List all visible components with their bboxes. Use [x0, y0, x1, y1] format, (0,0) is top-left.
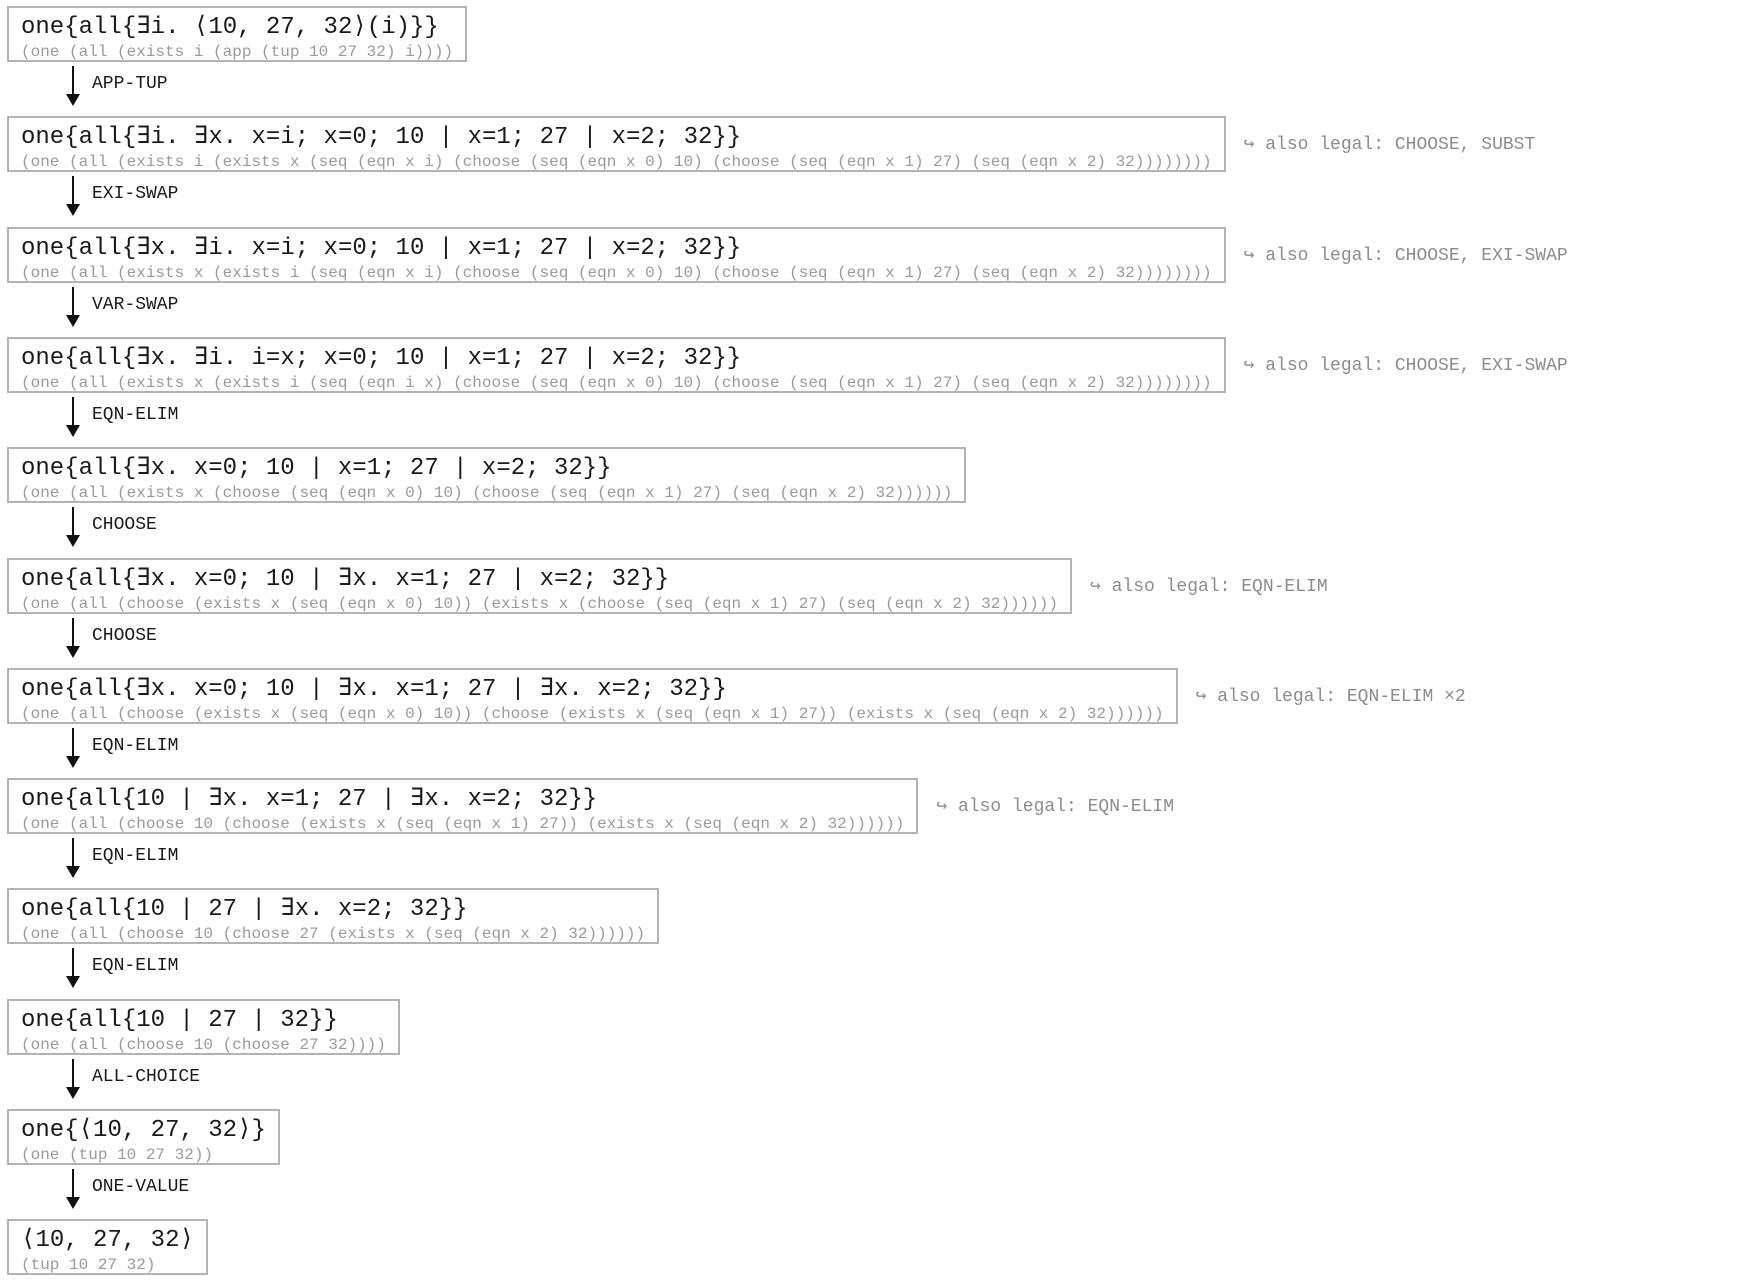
arrow-down-icon [66, 1197, 80, 1209]
sexp-text: (one (all (choose 10 (choose 27 32)))) [21, 1035, 386, 1054]
term-text: one{all{∃x. x=0; 10 | ∃x. x=1; 27 | ∃x. … [21, 675, 727, 703]
term-box: one{all{∃x. ∃i. x=i; x=0; 10 | x=1; 27 |… [7, 226, 1226, 283]
rule-arrow: CHOOSE [0, 507, 400, 548]
term-text: one{⟨10, 27, 32⟩} [21, 1117, 266, 1144]
term-text: one{all{∃i. ∃x. x=i; x=0; 10 | x=1; 27 |… [21, 124, 742, 152]
arrow-line [72, 396, 74, 427]
term-box: one{all{10 | 27 | 32}}(one (all (choose … [7, 998, 400, 1055]
term-box: one{all{∃i. ⟨10, 27, 32⟩(i)}} (one (all (… [7, 6, 468, 62]
derivation-step: one{all{10 | ∃x. x=1; 27 | ∃x. x=2; 32}}… [0, 778, 1175, 835]
derivation-step: one{all{∃x. ∃i. i=x; x=0; 10 | x=1; 27 |… [0, 336, 1568, 393]
arrow-line [72, 838, 74, 869]
arrow-line [72, 727, 74, 758]
arrow-down-icon [66, 755, 80, 768]
derivation-step: one{all{10 | 27 | ∃x. x=2; 32}}(one (all… [0, 888, 660, 945]
term-text: one{all{∃x. ∃i. i=x; x=0; 10 | x=1; 27 |… [21, 344, 742, 372]
rule-arrow: EQN-ELIM [0, 838, 400, 879]
term-text: one{all{∃x. ∃i. x=i; x=0; 10 | x=1; 27 |… [21, 234, 742, 262]
arrow-line [72, 1058, 74, 1089]
rule-label: ALL-CHOICE [92, 1066, 201, 1087]
derivation-step: one{all{∃x. x=0; 10 | ∃x. x=1; 27 | x=2;… [0, 557, 1328, 614]
rule-arrow: EQN-ELIM [0, 948, 400, 989]
term-text: one{all{10 | 27 | ∃x. x=2; 32}} [21, 896, 468, 924]
sexp-text: (one (all (choose 10 (choose 27 (exists … [21, 925, 646, 944]
rule-label: EXI-SWAP [92, 184, 179, 205]
sexp-text: (one (all (exists i (app (tup 10 27 32) … [21, 43, 454, 61]
rule-arrow: APP-TUP [0, 66, 400, 106]
term-text: one{all{10 | ∃x. x=1; 27 | ∃x. x=2; 32}} [21, 786, 598, 814]
also-legal-note: ↪ also legal: EQN-ELIM [936, 797, 1175, 818]
term-text: one{all{∃x. x=0; 10 | x=1; 27 | x=2; 32}… [21, 455, 612, 483]
rule-label: ONE-VALUE [92, 1177, 190, 1197]
sexp-text: (one (all (exists i (exists x (seq (eqn … [21, 153, 1212, 172]
rule-arrow: VAR-SWAP [0, 286, 400, 327]
derivation-step: one{all{∃i. ⟨10, 27, 32⟩(i)}} (one (all (… [0, 6, 468, 62]
arrow-down-icon [66, 94, 80, 106]
sexp-text: (one (tup 10 27 32)) [21, 1146, 214, 1164]
derivation-step: one{all{∃x. x=0; 10 | ∃x. x=1; 27 | ∃x. … [0, 667, 1466, 724]
term-box: one{⟨10, 27, 32⟩} (one (tup 10 27 32)) [7, 1109, 280, 1165]
rule-arrow: EXI-SWAP [0, 176, 400, 217]
rule-arrow: EQN-ELIM [0, 727, 400, 768]
derivation-step: one{all{∃x. ∃i. x=i; x=0; 10 | x=1; 27 |… [0, 226, 1568, 283]
derivation-step: one{⟨10, 27, 32⟩} (one (tup 10 27 32)) [0, 1109, 280, 1165]
rule-arrow: EQN-ELIM [0, 396, 400, 437]
arrow-line [72, 66, 74, 96]
sexp-text: (one (all (choose (exists x (seq (eqn x … [21, 594, 1058, 613]
term-box: one{all{∃x. ∃i. i=x; x=0; 10 | x=1; 27 |… [7, 336, 1226, 393]
rule-label: EQN-ELIM [92, 735, 179, 756]
sexp-text: (one (all (exists x (choose (seq (eqn x … [21, 484, 953, 503]
arrow-line [72, 948, 74, 979]
arrow-line [72, 1169, 74, 1199]
also-legal-note: ↪ also legal: EQN-ELIM ×2 [1195, 686, 1466, 707]
rule-label: APP-TUP [92, 74, 168, 94]
rule-label: VAR-SWAP [92, 294, 179, 315]
rule-arrow: ALL-CHOICE [0, 1058, 400, 1099]
arrow-line [72, 507, 74, 538]
sexp-text: (one (all (choose (exists x (seq (eqn x … [21, 704, 1164, 723]
term-box: ⟨10, 27, 32⟩(tup 10 27 32) [7, 1219, 208, 1276]
term-box: one{all{∃i. ∃x. x=i; x=0; 10 | x=1; 27 |… [7, 116, 1226, 173]
rule-label: EQN-ELIM [92, 846, 179, 867]
arrow-down-icon [66, 976, 80, 989]
term-box: one{all{∃x. x=0; 10 | ∃x. x=1; 27 | ∃x. … [7, 667, 1178, 724]
arrow-down-icon [66, 645, 80, 658]
term-text: one{all{∃x. x=0; 10 | ∃x. x=1; 27 | x=2;… [21, 565, 670, 593]
also-legal-note: ↪ also legal: EQN-ELIM [1089, 576, 1328, 597]
arrow-down-icon [66, 866, 80, 879]
rule-label: CHOOSE [92, 515, 157, 536]
derivation-step: one{all{∃i. ∃x. x=i; x=0; 10 | x=1; 27 |… [0, 116, 1536, 173]
derivation-step: one{all{10 | 27 | 32}}(one (all (choose … [0, 998, 400, 1055]
arrow-down-icon [66, 204, 80, 217]
arrow-down-icon [66, 314, 80, 327]
term-box: one{all{∃x. x=0; 10 | ∃x. x=1; 27 | x=2;… [7, 557, 1072, 614]
rule-label: EQN-ELIM [92, 956, 179, 977]
rule-label: EQN-ELIM [92, 404, 179, 425]
arrow-down-icon [66, 1086, 80, 1099]
sexp-text: (one (all (exists x (exists i (seq (eqn … [21, 373, 1212, 392]
arrow-line [72, 617, 74, 648]
derivation-step: one{all{∃x. x=0; 10 | x=1; 27 | x=2; 32}… [0, 447, 967, 504]
arrow-down-icon [66, 535, 80, 548]
sexp-text: (one (all (exists x (exists i (seq (eqn … [21, 263, 1212, 282]
rule-arrow: ONE-VALUE [0, 1169, 400, 1209]
term-text: one{all{∃i. ⟨10, 27, 32⟩(i)}} [21, 14, 439, 41]
rule-label: CHOOSE [92, 625, 157, 646]
arrow-down-icon [66, 424, 80, 437]
term-box: one{all{10 | 27 | ∃x. x=2; 32}}(one (all… [7, 888, 660, 945]
rule-arrow: CHOOSE [0, 617, 400, 658]
sexp-text: (tup 10 27 32) [21, 1256, 156, 1275]
term-box: one{all{∃x. x=0; 10 | x=1; 27 | x=2; 32}… [7, 447, 967, 504]
arrow-line [72, 286, 74, 317]
term-box: one{all{10 | ∃x. x=1; 27 | ∃x. x=2; 32}}… [7, 778, 919, 835]
term-text: ⟨10, 27, 32⟩ [21, 1227, 194, 1255]
derivation-step: ⟨10, 27, 32⟩(tup 10 27 32) [0, 1219, 208, 1276]
term-text: one{all{10 | 27 | 32}} [21, 1006, 338, 1034]
also-legal-note: ↪ also legal: CHOOSE, EXI-SWAP [1243, 355, 1568, 376]
sexp-text: (one (all (choose 10 (choose (exists x (… [21, 815, 905, 834]
also-legal-note: ↪ also legal: CHOOSE, EXI-SWAP [1243, 245, 1568, 266]
also-legal-note: ↪ also legal: CHOOSE, SUBST [1243, 135, 1536, 156]
arrow-line [72, 176, 74, 207]
